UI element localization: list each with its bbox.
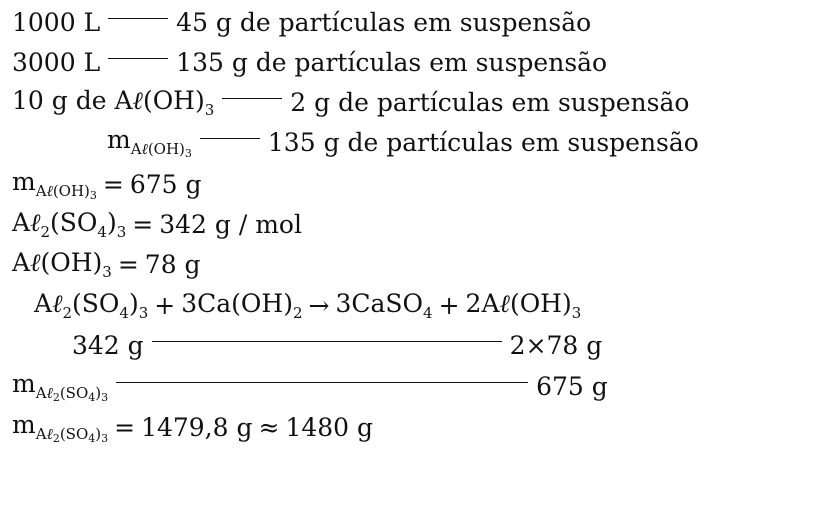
particles-135g: 135 g de partículas em suspensão xyxy=(176,47,608,77)
mass-342g: 342 g xyxy=(72,330,144,360)
reaction-arrow-icon: → xyxy=(308,290,330,320)
equals-sign: = xyxy=(114,412,136,442)
mass-2x78g: 2×78 g xyxy=(509,330,603,360)
particles-2g: 2 g de partículas em suspensão xyxy=(290,87,690,117)
aluminium-sulfate-formula: Aℓ2(SO4)3 xyxy=(12,207,127,241)
value-675g: 675 g xyxy=(129,169,202,199)
molar-mass-line-al2so43: Aℓ2(SO4)3 = 342 g / mol xyxy=(12,207,302,241)
equals-sign: = xyxy=(117,249,139,279)
stoichiometry-line-2: mAℓ2(SO4)3 675 g xyxy=(12,368,608,404)
value-1479-8g: 1479,8 g xyxy=(141,412,253,442)
proportion-dash xyxy=(151,340,502,342)
particles-135g: 135 g de partículas em suspensão xyxy=(267,127,699,157)
equals-sign: = xyxy=(102,169,124,199)
approx-sign: ≈ xyxy=(258,412,280,442)
volume-1000: 1000 L xyxy=(12,7,101,37)
value-1480g: 1480 g xyxy=(285,412,374,442)
volume-3000: 3000 L xyxy=(12,47,101,77)
equals-sign: = xyxy=(132,209,154,239)
proportion-line-2: 3000 L 135 g de partículas em suspensão xyxy=(12,45,607,79)
result-line-mass-aloh3: mAℓ(OH)3 = 675 g xyxy=(12,166,202,202)
mass-aluminium-hydroxide: mAℓ(OH)3 xyxy=(107,124,192,160)
final-result-line: mAℓ2(SO4)3 = 1479,8 g ≈ 1480 g xyxy=(12,409,374,445)
reactant-aluminium-sulfate: Aℓ2(SO4)3 xyxy=(34,288,149,322)
proportion-dash xyxy=(108,17,169,19)
product-calcium-sulfate: 3CaSO4 xyxy=(335,288,433,322)
plus-sign: + xyxy=(154,290,176,320)
mass-aluminium-sulfate: mAℓ2(SO4)3 xyxy=(12,368,109,404)
particles-45g: 45 g de partículas em suspensão xyxy=(176,7,592,37)
proportion-dash xyxy=(199,137,260,139)
proportion-line-3: 10 g de Aℓ(OH)3 2 g de partículas em sus… xyxy=(12,85,689,119)
proportion-line-4: mAℓ(OH)3 135 g de partículas em suspensã… xyxy=(107,124,699,160)
mass-aluminium-sulfate: mAℓ2(SO4)3 xyxy=(12,409,109,445)
aluminium-hydroxide-formula: Aℓ(OH)3 xyxy=(12,247,112,281)
mass-675g: 675 g xyxy=(536,371,608,401)
proportion-dash xyxy=(222,97,283,99)
aluminium-hydroxide-10g: 10 g de Aℓ(OH)3 xyxy=(12,85,215,119)
product-aluminium-hydroxide: 2Aℓ(OH)3 xyxy=(465,288,582,322)
mass-aluminium-hydroxide: mAℓ(OH)3 xyxy=(12,166,97,202)
reactant-calcium-hydroxide: 3Ca(OH)2 xyxy=(181,288,303,322)
value-342: 342 g / mol xyxy=(159,209,302,239)
proportion-dash xyxy=(108,57,169,59)
plus-sign: + xyxy=(438,290,460,320)
stoichiometry-line-1: 342 g 2×78 g xyxy=(72,328,602,362)
proportion-dash xyxy=(116,381,529,383)
proportion-line-1: 1000 L 45 g de partículas em suspensão xyxy=(12,5,591,39)
value-78g: 78 g xyxy=(144,249,201,279)
reaction-equation: Aℓ2(SO4)3 + 3Ca(OH)2 → 3CaSO4 + 2Aℓ(OH)3 xyxy=(34,288,581,322)
molar-mass-line-aloh3: Aℓ(OH)3 = 78 g xyxy=(12,247,201,281)
